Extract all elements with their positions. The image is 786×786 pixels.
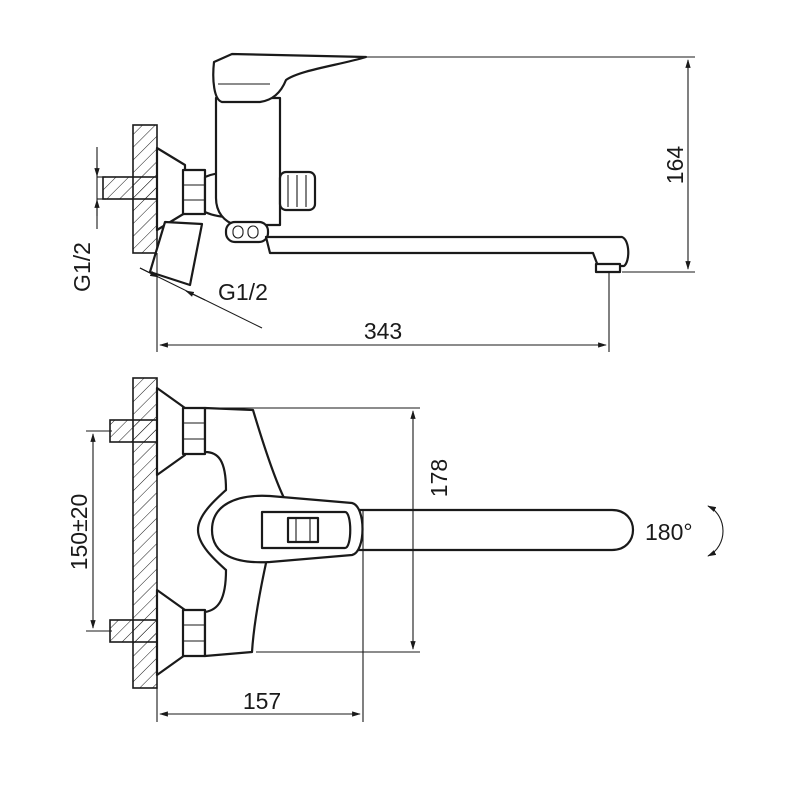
dimension-label-343: 343 (364, 318, 402, 344)
spout-side (264, 235, 630, 268)
handle-lever-side (212, 52, 368, 104)
aerator (594, 262, 622, 274)
inlet-pipe-top-lower (109, 619, 158, 643)
side-view: 164 343 G1/2 G1/2 (69, 52, 695, 352)
escutcheon-top-lower (155, 588, 187, 677)
dimension-label-150: 150±20 (66, 494, 92, 571)
dimension-label-157: 157 (243, 688, 281, 714)
faucet-body-side (214, 96, 282, 227)
hex-nut-top-lower (181, 608, 207, 658)
escutcheon-top-upper (155, 386, 187, 477)
top-view: 178 150±20 157 180° (66, 377, 724, 722)
dimension-label-178: 178 (426, 459, 452, 497)
hex-nut-top-upper (181, 406, 207, 456)
swivel-ring (224, 220, 270, 244)
thread-label-inlet: G1/2 (69, 242, 95, 292)
inlet-pipe-side (102, 176, 158, 200)
hex-nut-side (181, 168, 207, 216)
rotation-arrow-icon (707, 505, 724, 557)
rotation-label: 180° (645, 519, 693, 545)
escutcheon-side (155, 146, 187, 232)
inlet-pipe-top-upper (109, 419, 158, 443)
thread-label-outlet: G1/2 (218, 279, 268, 305)
spout-top (353, 508, 635, 552)
eccentric-connector (148, 220, 204, 287)
dimension-label-164: 164 (662, 146, 688, 185)
lever-grip (286, 516, 320, 544)
